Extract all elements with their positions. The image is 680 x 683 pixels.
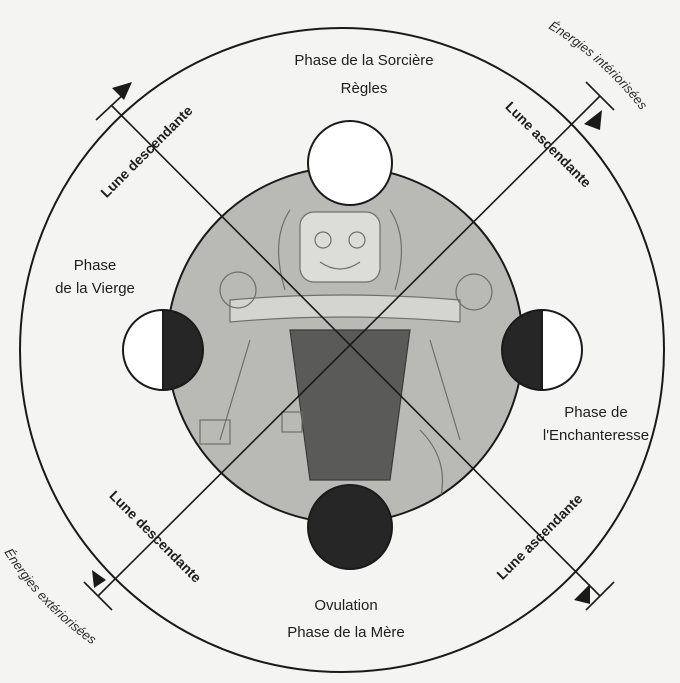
half-moon-right-icon: [502, 310, 582, 390]
energy-label-top-right: Énergies intériorisées: [546, 18, 650, 113]
phase-right-line2: l'Enchanteresse: [543, 427, 649, 444]
phase-right-line1: Phase de: [564, 404, 627, 421]
phase-left-line2: de la Vierge: [55, 280, 135, 297]
phase-left-line1: Phase: [74, 257, 117, 274]
arrow-icon-top-right: [584, 110, 602, 130]
new-moon-icon: [308, 485, 392, 569]
moon-label-upper-left: Lune descendante: [97, 102, 195, 200]
arrow-icon-bottom-left: [92, 570, 106, 588]
energy-label-top-right-path: Énergies intériorisées: [546, 18, 650, 113]
arrow-icon-bottom-right: [574, 584, 590, 604]
phase-top-line1: Phase de la Sorcière: [294, 52, 433, 69]
phase-bottom-line2: Phase de la Mère: [287, 624, 405, 641]
moon-label-upper-right: Lune ascendante: [502, 98, 594, 190]
energy-label-bottom-left-path: Énergies extériorisées: [1, 545, 99, 647]
half-moon-left-icon: [123, 310, 203, 390]
phase-top-line2: Règles: [341, 80, 388, 97]
full-moon-icon: [308, 121, 392, 205]
phase-bottom-line1: Ovulation: [314, 597, 377, 614]
arrow-icon-top-left: [112, 82, 132, 100]
moon-label-lower-left: Lune descendante: [106, 487, 204, 585]
energy-label-bottom-left: Énergies extériorisées: [1, 545, 99, 647]
